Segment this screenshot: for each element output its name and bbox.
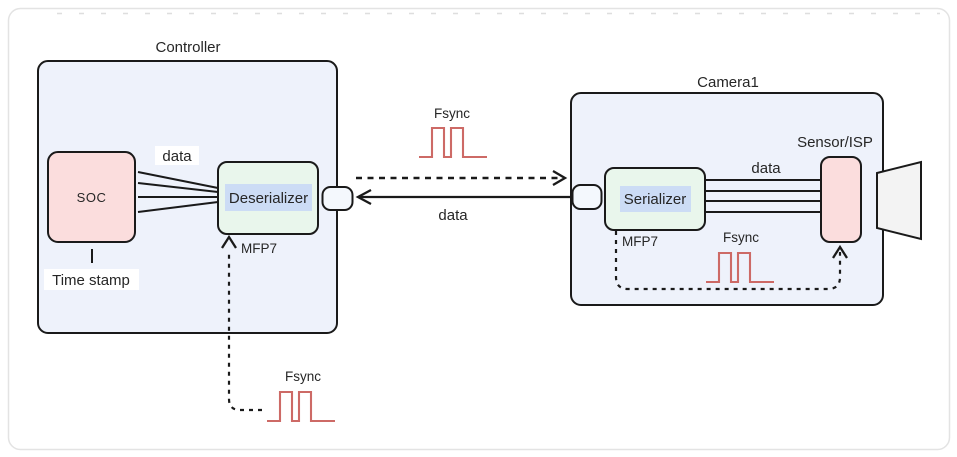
arrow-up-icon	[221, 234, 237, 249]
arrow-left-icon	[355, 188, 372, 206]
data-label-bg	[155, 146, 199, 165]
soc-data-lines: data	[137, 146, 219, 213]
camera-lens-icon	[876, 160, 922, 241]
deserializer-label-highlight	[225, 184, 312, 211]
camera-fsync-label: Fsync	[723, 230, 759, 245]
link-data-label: data	[438, 207, 468, 224]
link-section: Fsync data	[355, 106, 572, 224]
controller-data-label: data	[162, 148, 192, 165]
serializer-data-lines: data	[705, 160, 820, 213]
arrow-right-icon	[552, 170, 568, 186]
controller-mfp7-arrow: MFP7	[221, 234, 277, 412]
camera-mfp7-label: MFP7	[622, 234, 658, 249]
sensor-box	[820, 156, 862, 243]
sensor-label: Sensor/ISP	[797, 134, 873, 151]
fsync-pulse-icon	[706, 251, 774, 284]
fsync-pulse-icon	[267, 390, 335, 423]
camera-connector-nub	[571, 184, 603, 210]
fsync-dashed-arrow	[356, 170, 568, 186]
soc-label: SOC	[77, 190, 107, 205]
camera-mfp7-arrow	[614, 231, 848, 291]
controller-fsync-pulse: Fsync	[267, 369, 335, 423]
controller-fsync-label: Fsync	[285, 369, 321, 384]
deserializer-label: Deserializer	[229, 190, 308, 207]
link-fsync-label: Fsync	[434, 106, 470, 121]
controller-title: Controller	[155, 39, 220, 56]
camera-module: Camera1 Serializer MFP7 data Fsync Senso…	[570, 74, 922, 306]
timestamp-label-bg	[44, 269, 139, 290]
timestamp-label: Time stamp	[52, 272, 130, 289]
controller-module: Controller SOC Time stamp data Deseriali…	[37, 39, 354, 423]
fsync-pulse-icon	[419, 126, 487, 159]
controller-connector-nub	[321, 186, 354, 211]
camera-fsync-pulse: Fsync	[706, 230, 774, 284]
camera-title: Camera1	[697, 74, 759, 91]
data-solid-arrow: data	[355, 188, 572, 224]
camera-data-label: data	[751, 160, 781, 177]
serializer-label: Serializer	[624, 191, 687, 208]
controller-mfp7-label: MFP7	[241, 241, 277, 256]
serializer-label-highlight	[620, 186, 691, 212]
soc-box	[47, 151, 136, 243]
arrow-up-icon	[832, 244, 848, 259]
